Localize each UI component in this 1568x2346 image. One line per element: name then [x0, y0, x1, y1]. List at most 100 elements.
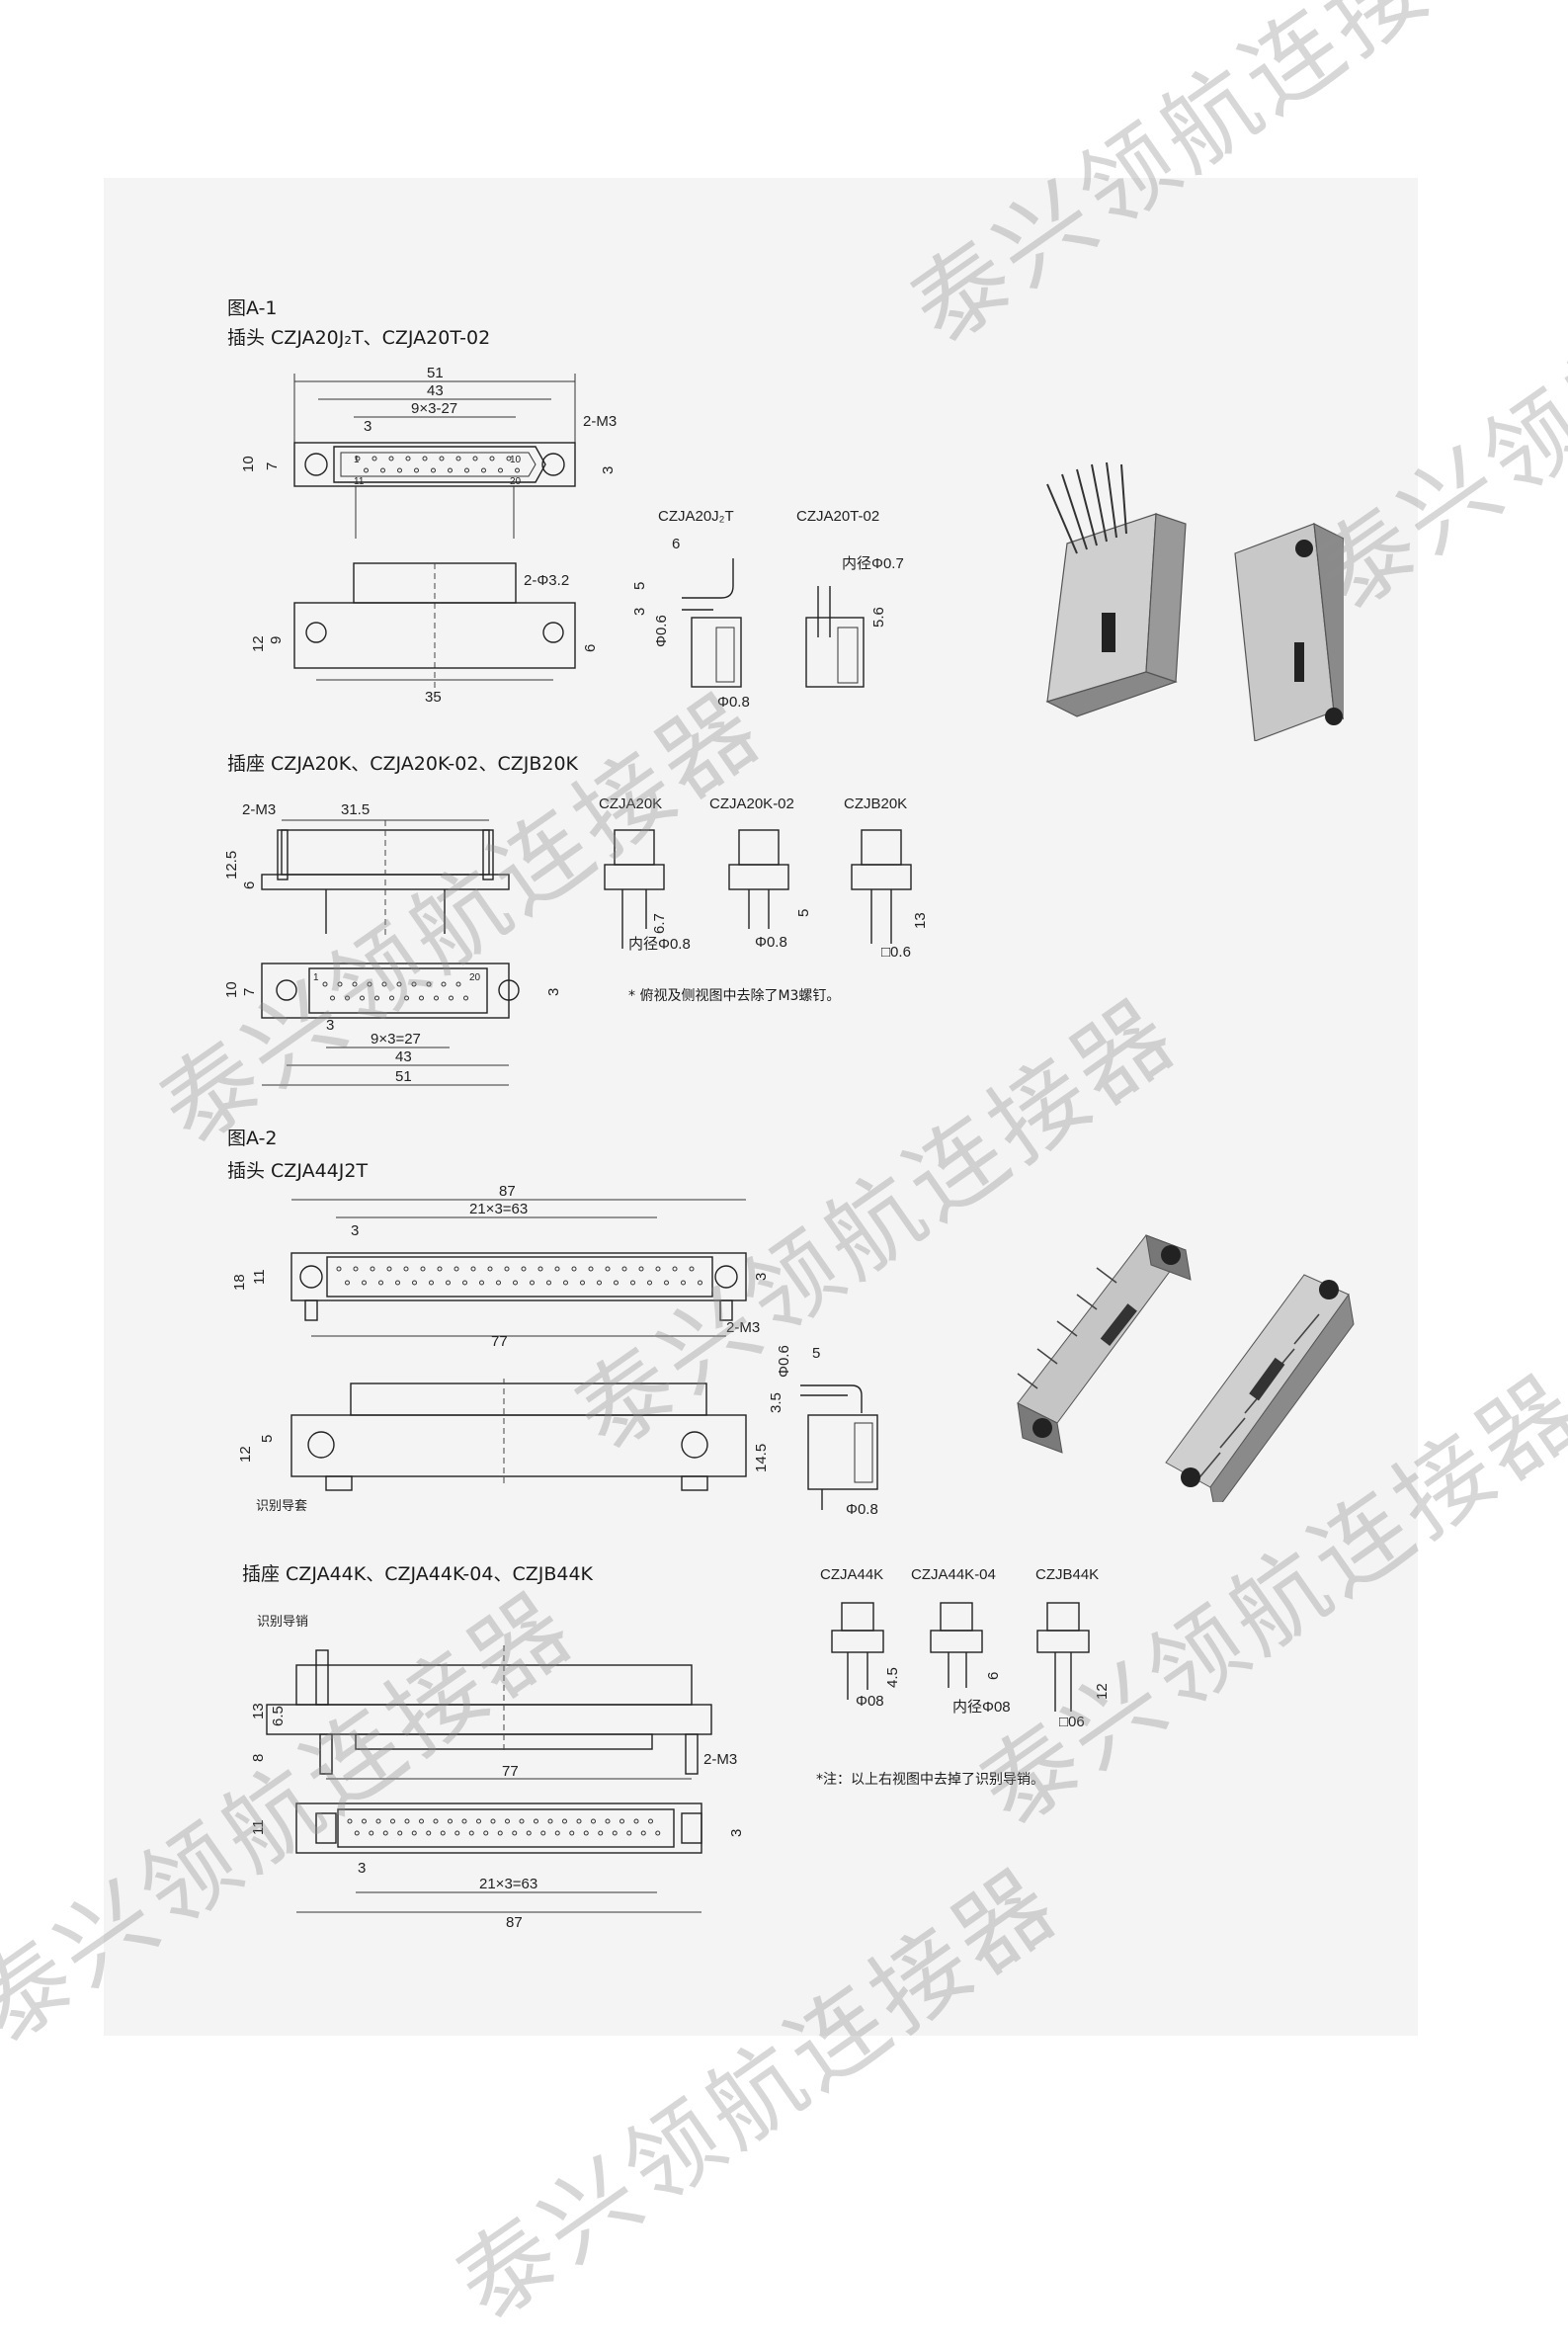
- socket-a2-variants-drawing: CZJA44K CZJA44K-04 CZJB44K 4.5 Φ08 6 内径Φ…: [820, 1566, 1111, 1730]
- pin-hole: [513, 1280, 518, 1286]
- pin-hole: [360, 995, 365, 1001]
- pin-hole: [648, 1818, 653, 1824]
- pin-hole: [569, 1830, 575, 1836]
- pin-hole: [591, 1818, 596, 1824]
- figure-a2-socket-heading: 插座 CZJA44K、CZJA44K-04、CZJB44K: [242, 1563, 594, 1585]
- pin-hole: [404, 995, 409, 1001]
- pin-hole: [598, 1830, 604, 1836]
- a2-variant-12: 12: [1094, 1683, 1111, 1700]
- pin-hole: [512, 1830, 518, 1836]
- a2-dim-11: 11: [251, 1269, 268, 1285]
- side-dim-phi06: Φ0.6: [653, 615, 670, 647]
- pin-hole: [426, 981, 432, 987]
- pin-hole: [483, 1830, 489, 1836]
- pin-hole: [396, 981, 402, 987]
- pin-hole: [446, 1280, 451, 1286]
- a2-variant-2: CZJA44K-04: [911, 1566, 996, 1583]
- pin-hole: [468, 1830, 474, 1836]
- pin-hole: [597, 1280, 602, 1286]
- side-label-1: CZJA20J₂T: [658, 508, 734, 525]
- pin-hole: [689, 1266, 695, 1272]
- pin-hole: [540, 1830, 546, 1836]
- pin-hole: [506, 456, 512, 461]
- a2-socket-13: 13: [250, 1703, 267, 1719]
- variant-2: CZJA20K-02: [709, 796, 794, 812]
- side-dim-56: 5.6: [870, 607, 887, 628]
- a2-side-5: 5: [812, 1345, 820, 1362]
- pin-hole: [681, 1280, 686, 1286]
- pin-hole: [386, 1266, 392, 1272]
- variant-1: CZJA20K: [599, 796, 662, 812]
- pin-hole: [437, 1266, 443, 1272]
- variant-dim-phi08: Φ0.8: [755, 934, 787, 951]
- pin-hole: [454, 1830, 460, 1836]
- pin-hole: [464, 467, 469, 473]
- a2-dim-87: 87: [499, 1183, 516, 1200]
- socket-dim-10: 10: [223, 981, 240, 998]
- scanned-sheet: [104, 178, 1418, 2036]
- a2-variant-1: CZJA44K: [820, 1566, 883, 1583]
- dim-9: 9: [268, 636, 285, 644]
- pin-hole: [626, 1830, 632, 1836]
- a2-socket-21x3: 21×3=63: [479, 1876, 537, 1892]
- a2-dim-77: 77: [491, 1333, 508, 1350]
- side-dim-5: 5: [631, 582, 648, 590]
- pin-hole: [426, 1830, 432, 1836]
- pin-hole: [476, 1818, 481, 1824]
- side-dim-3: 3: [631, 608, 648, 616]
- pin-hole: [330, 995, 335, 1001]
- pin-hole: [481, 467, 486, 473]
- pin-hole: [411, 981, 417, 987]
- dim-51: 51: [427, 365, 444, 381]
- a2-side-phi08: Φ0.8: [846, 1501, 878, 1518]
- pin-hole: [440, 1830, 446, 1836]
- pin-hole: [382, 1830, 388, 1836]
- pin-hole: [395, 1280, 400, 1286]
- pin-hole: [336, 1266, 342, 1272]
- pin-hole: [404, 1818, 410, 1824]
- a2-variant-inner: 内径Φ08: [952, 1699, 1011, 1716]
- pin-hole: [405, 456, 411, 461]
- pin-hole: [672, 1266, 678, 1272]
- a2-dim-12: 12: [237, 1446, 254, 1463]
- pin-hole: [463, 995, 468, 1001]
- pin-hole: [362, 1818, 367, 1824]
- a2-socket-guide: 识别导销: [257, 1614, 308, 1629]
- pin-hole: [521, 1266, 527, 1272]
- pin-hole: [429, 1280, 434, 1286]
- socket-dim-43: 43: [395, 1048, 412, 1065]
- connector-photo-a2: [1017, 1234, 1355, 1502]
- pin-hole: [547, 1818, 553, 1824]
- pin-hole: [411, 1830, 417, 1836]
- dim-10: 10: [240, 456, 257, 472]
- figure-a2-plug-heading: 插头 CZJA44J2T: [227, 1160, 369, 1182]
- socket-dim-7: 7: [241, 988, 258, 996]
- variant-dim-sq06: □0.6: [881, 944, 911, 961]
- socket-pin-20: 20: [469, 972, 481, 983]
- pin-hole: [352, 981, 358, 987]
- pin-label-10: 10: [510, 455, 522, 465]
- pin-hole: [345, 995, 350, 1001]
- pin-hole: [439, 456, 445, 461]
- pin-hole: [571, 1266, 577, 1272]
- pin-hole: [479, 1280, 484, 1286]
- pin-hole: [630, 1280, 635, 1286]
- pin-hole: [412, 1280, 417, 1286]
- pin-hole: [354, 1830, 360, 1836]
- pin-hole: [504, 1266, 510, 1272]
- pin-hole: [345, 1280, 350, 1286]
- socket-dim-315: 31.5: [341, 801, 370, 818]
- variant-dim-67: 6.7: [651, 913, 668, 934]
- pin-hole: [431, 467, 436, 473]
- pin-hole: [633, 1818, 639, 1824]
- pin-hole: [433, 1818, 439, 1824]
- pin-hole: [588, 1266, 594, 1272]
- a2-socket-m3: 2-M3: [703, 1751, 737, 1768]
- pin-hole: [698, 1280, 702, 1286]
- pin-hole: [397, 1830, 403, 1836]
- pin-hole: [563, 1280, 568, 1286]
- pin-hole: [655, 1830, 661, 1836]
- pin-hole: [389, 995, 394, 1001]
- pin-hole: [612, 1830, 618, 1836]
- pin-hole: [498, 467, 503, 473]
